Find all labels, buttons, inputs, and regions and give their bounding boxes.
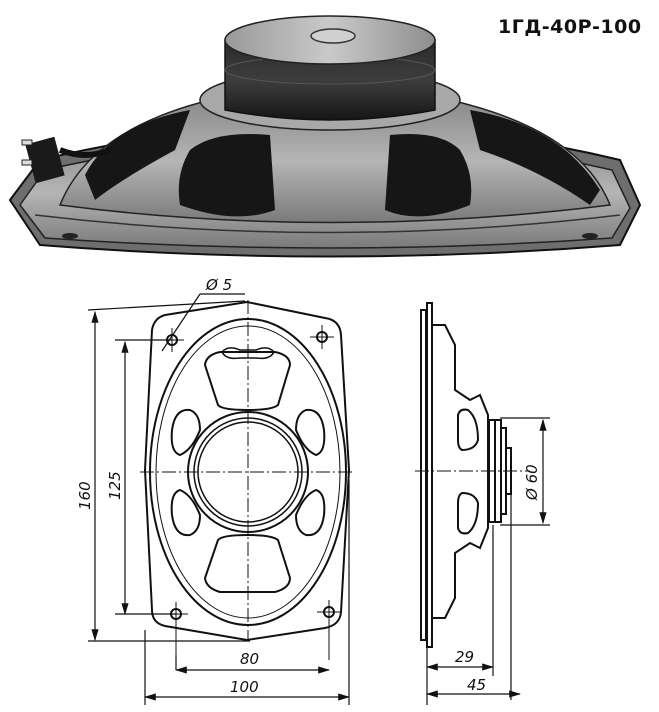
dim-width-holes: 80 — [240, 650, 259, 668]
window-left — [178, 134, 275, 217]
speaker-photo — [8, 15, 642, 258]
technical-drawing: Ø 5 160 125 80 100 Ø 60 29 45 — [76, 276, 550, 705]
dim-depth-overall: 45 — [467, 676, 486, 694]
dim-depth-frame: 29 — [455, 648, 474, 666]
window-left-far — [85, 110, 190, 200]
dim-hole-diameter: Ø 5 — [205, 276, 232, 294]
model-title: 1ГД-40Р-100 — [498, 16, 642, 38]
front-dimensions — [87, 293, 351, 705]
side-dimensions — [425, 417, 550, 705]
dim-height-holes: 125 — [106, 471, 124, 500]
window-right — [385, 134, 472, 217]
window-right-far — [470, 110, 600, 205]
front-center-lines — [140, 300, 355, 660]
dim-magnet-diameter: Ø 60 — [523, 464, 541, 501]
dim-height-overall: 160 — [76, 481, 94, 510]
side-view — [420, 302, 512, 648]
front-view — [143, 300, 351, 642]
terminal-block — [21, 136, 112, 184]
pole-piece — [310, 28, 356, 44]
dim-width-overall: 100 — [230, 678, 259, 696]
